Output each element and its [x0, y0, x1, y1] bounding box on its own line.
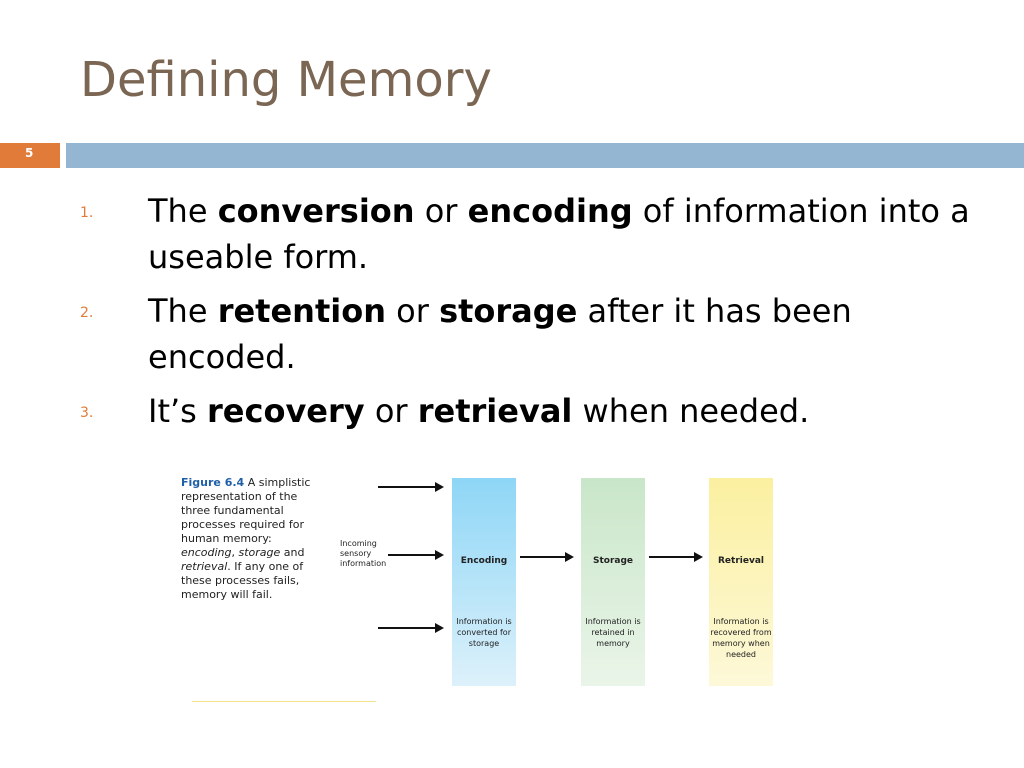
- bold-term: storage: [439, 292, 578, 330]
- bold-term: recovery: [207, 392, 365, 430]
- list-item-text: It’s recovery or retrieval when needed.: [148, 388, 980, 434]
- text-segment: The: [148, 292, 218, 330]
- text-segment: It’s: [148, 392, 207, 430]
- stage-name: Retrieval: [718, 556, 764, 566]
- bold-term: retention: [217, 292, 386, 330]
- text-segment: after it has been encoded.: [148, 292, 852, 376]
- stage-encoding: Encoding Information is converted for st…: [452, 478, 516, 686]
- input-arrow-bottom: [378, 623, 444, 633]
- incoming-label: Incoming sensory information: [340, 539, 387, 568]
- stage-name: Storage: [592, 556, 634, 566]
- list-item-text: The conversion or encoding of informatio…: [148, 188, 980, 280]
- caption-term: storage: [238, 546, 281, 559]
- caption-text: and: [280, 546, 305, 559]
- bold-term: encoding: [467, 192, 633, 230]
- stage-storage: Storage Information is retained in memor…: [581, 478, 645, 686]
- caption-term: retrieval: [181, 560, 228, 573]
- encoding-to-storage-arrow: [520, 552, 574, 562]
- text-segment: of information into a useable form.: [148, 192, 970, 276]
- text-segment: or: [364, 392, 418, 430]
- stage-description: Information is converted for storage: [456, 617, 512, 648]
- list-item-number: 2.: [80, 305, 94, 321]
- list-item-number: 1.: [80, 205, 94, 221]
- text-segment: or: [385, 292, 440, 330]
- list-item: 2. The retention or storage after it has…: [80, 288, 980, 380]
- input-arrow-middle: [388, 550, 444, 560]
- stage-retrieval: Retrieval Information is recovered from …: [709, 478, 773, 686]
- figure-label: Figure 6.4: [181, 476, 245, 489]
- figure-underline: [192, 701, 376, 702]
- list-item: 3. It’s recovery or retrieval when neede…: [80, 388, 980, 434]
- figure-caption: Figure 6.4 A simplistic representation o…: [181, 476, 316, 602]
- list-item-number: 3.: [80, 405, 94, 421]
- list-item-text: The retention or storage after it has be…: [148, 288, 980, 380]
- slide-number-box: [0, 143, 60, 168]
- list-item: 1. The conversion or encoding of informa…: [80, 188, 980, 280]
- slide-title: Defining Memory: [80, 52, 492, 108]
- caption-text: A simplistic representation of the three…: [181, 476, 311, 545]
- caption-text: . If any one of these processes fails, m…: [181, 560, 304, 601]
- bold-term: conversion: [217, 192, 415, 230]
- text-segment: The: [148, 192, 218, 230]
- title-divider-bar: [66, 143, 1024, 168]
- stage-name: Encoding: [460, 556, 508, 566]
- bold-term: retrieval: [417, 392, 573, 430]
- memory-process-figure: Figure 6.4 A simplistic representation o…: [178, 470, 788, 705]
- text-segment: when needed.: [572, 392, 810, 430]
- slide-number: 5: [25, 146, 34, 160]
- storage-to-retrieval-arrow: [649, 552, 703, 562]
- text-segment: or: [414, 192, 468, 230]
- stage-description: Information is retained in memory: [585, 617, 641, 648]
- bullet-list: 1. The conversion or encoding of informa…: [80, 188, 980, 442]
- caption-term: encoding: [181, 546, 232, 559]
- input-arrow-top: [378, 482, 444, 492]
- caption-text: ,: [231, 546, 239, 559]
- stage-description: Information is recovered from memory whe…: [710, 617, 772, 659]
